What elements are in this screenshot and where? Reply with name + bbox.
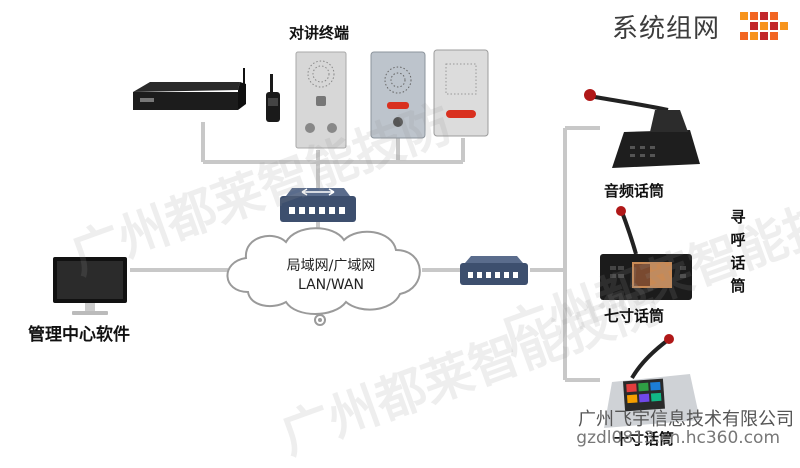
- management-label: 管理中心软件: [28, 325, 130, 345]
- company-name: 广州飞宇信息技术有限公司: [578, 409, 794, 430]
- cloud-label-line1: 局域网/广域网: [286, 258, 376, 274]
- page-title: 系统组网: [611, 14, 720, 44]
- ten-inch-label: 十寸话筒: [614, 430, 675, 448]
- logo-icon: [740, 12, 788, 40]
- seven-inch-label: 七寸话筒: [604, 307, 665, 325]
- intercom-label: 对讲终端: [289, 24, 350, 42]
- intercom-panel-icon: [370, 51, 426, 139]
- switch-icon: [460, 256, 528, 285]
- intercom-panel-icon: [433, 49, 489, 137]
- cloud-label: 局域网/广域网 LAN/WAN: [266, 257, 396, 295]
- network-diagram: [53, 12, 788, 428]
- switch-icon: [280, 188, 356, 222]
- paging-label: 寻呼话筒: [730, 208, 746, 295]
- connection-lines: [130, 122, 600, 382]
- walkie-talkie-icon: [266, 74, 280, 122]
- desk-microphone-icon: [584, 89, 700, 168]
- cloud-label-line2: LAN/WAN: [297, 277, 364, 293]
- audio-mic-label: 音频话筒: [604, 182, 665, 200]
- monitor-icon: [53, 257, 127, 315]
- desk-microphone-screen-icon: [600, 206, 692, 300]
- intercom-panel-icon: [295, 51, 347, 149]
- desk-microphone-tablet-icon: [604, 334, 700, 428]
- website-text: gzdl0813.cn.hc360.com: [576, 428, 780, 448]
- host-device-icon: [133, 68, 246, 110]
- cloud-network: [226, 227, 421, 326]
